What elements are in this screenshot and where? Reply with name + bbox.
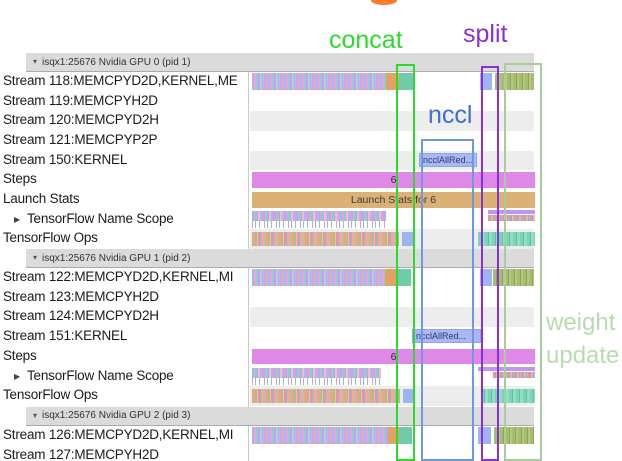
trace-row: TensorFlow Ops [0, 386, 622, 406]
row-label: TensorFlow Ops [3, 230, 98, 246]
trace-event-segment[interactable] [388, 426, 399, 444]
collapse-triangle-icon[interactable]: ▾ [33, 253, 38, 262]
trace-event-segment[interactable] [494, 426, 534, 444]
gpu-section-header[interactable]: ▾ isqx1:25676 Nvidia GPU 2 (pid 3) [26, 406, 534, 426]
trace-event-segment[interactable] [402, 231, 414, 247]
gpu-section-title: isqx1:25676 Nvidia GPU 2 (pid 3) [42, 410, 191, 421]
trace-row: Stream 127:MEMCPYH2D [0, 446, 622, 461]
gpu-section-header[interactable]: ▾ isqx1:25676 Nvidia GPU 0 (pid 1) [26, 53, 534, 72]
row-label: Stream 121:MEMCPYP2P [3, 131, 158, 147]
collapse-triangle-icon[interactable]: ▾ [33, 410, 38, 420]
annotation-concat: concat [329, 26, 403, 54]
gpu-section-title: isqx1:25676 Nvidia GPU 0 (pid 1) [42, 56, 191, 68]
row-alt-background [250, 111, 534, 131]
trace-row: Stream 122:MEMCPYD2D,KERNEL,MI [0, 268, 622, 288]
trace-event-segment[interactable] [252, 72, 386, 90]
row-label: Steps [3, 171, 37, 187]
trace-row: Launch Stats Launch Stats for 6 [0, 190, 622, 210]
trace-row: Stream 121:MEMCPYP2P [0, 131, 622, 151]
trace-event-segment[interactable] [399, 426, 412, 444]
trace-event-segment[interactable] [493, 269, 534, 286]
row-label: Stream 123:MEMCPYH2D [3, 288, 159, 304]
trace-row: TensorFlow Ops [0, 229, 622, 250]
trace-event-segment[interactable] [403, 388, 414, 404]
trace-row: Stream 151:KERNEL ncclAllRed... [0, 327, 622, 347]
expand-arrow-icon[interactable]: ▶ [14, 214, 21, 224]
trace-event-segment[interactable] [488, 210, 535, 215]
nccl-allreduce-event[interactable]: ncclAllRed... [419, 152, 477, 167]
row-label: Stream 151:KERNEL [3, 328, 128, 344]
row-label: Stream 124:MEMCPYD2H [3, 308, 159, 324]
trace-row: Stream 118:MEMCPYD2D,KERNEL,ME [0, 72, 622, 92]
collapse-triangle-icon[interactable]: ▾ [33, 57, 38, 66]
trace-row: Stream 119:MEMCPYH2D [0, 92, 622, 112]
trace-row: ▶ TensorFlow Name Scope [0, 210, 622, 230]
trace-event-segment[interactable] [399, 72, 413, 90]
row-label: Stream 127:MEMCPYH2D [3, 446, 159, 461]
trace-event-segment[interactable] [480, 269, 492, 286]
row-label: Stream 118:MEMCPYD2D,KERNEL,ME [3, 72, 238, 88]
trace-event-segment[interactable] [252, 426, 388, 444]
row-label: TensorFlow Ops [3, 387, 98, 403]
row-label: Stream 126:MEMCPYD2D,KERNEL,MI [3, 426, 234, 442]
trace-event-segment[interactable] [252, 367, 381, 385]
trace-row: Stream 150:KERNEL ncclAllRed... [0, 150, 622, 171]
trace-event-segment[interactable]: 6 [252, 172, 535, 188]
trace-event-segment[interactable] [488, 214, 535, 221]
row-label: Stream 119:MEMCPYH2D [3, 92, 158, 108]
trace-event-segment[interactable] [478, 426, 491, 444]
trace-event-segment[interactable] [493, 371, 535, 378]
annotation-split: split [463, 20, 508, 48]
row-label: Stream 120:MEMCPYD2H [3, 112, 159, 128]
trace-event-segment[interactable] [385, 269, 397, 286]
trace-event-segment[interactable]: Launch Stats for 6 [252, 192, 535, 208]
trace-event-segment[interactable] [252, 231, 399, 247]
trace-event-segment[interactable] [480, 72, 492, 90]
trace-row: ▶ TensorFlow Name Scope [0, 367, 622, 387]
trace-row: Steps 6 [0, 170, 622, 190]
trace-event-segment[interactable] [252, 210, 386, 228]
trace-event-segment[interactable] [478, 231, 535, 247]
trace-row: Stream 126:MEMCPYD2D,KERNEL,MI [0, 426, 622, 446]
row-label: Steps [3, 347, 37, 363]
nccl-allreduce-event[interactable]: ncclAllRed... [412, 329, 481, 344]
trace-event-segment[interactable]: 6 [252, 348, 535, 365]
row-alt-background [250, 150, 534, 171]
trace-event-segment[interactable] [481, 388, 535, 404]
gpu-section-header[interactable]: ▾ isqx1:25676 Nvidia GPU 1 (pid 2) [26, 249, 534, 268]
row-label: Stream 122:MEMCPYD2D,KERNEL,MI [3, 269, 234, 284]
trace-row: Stream 124:MEMCPYD2H [0, 307, 622, 328]
clipped-orange-text-fragment [371, 0, 397, 5]
row-label: Launch Stats [3, 191, 80, 206]
gpu-section-title: isqx1:25676 Nvidia GPU 1 (pid 2) [42, 252, 191, 264]
trace-event-segment[interactable] [252, 388, 400, 404]
trace-row: Steps 6 [0, 347, 622, 367]
trace-event-segment[interactable] [478, 367, 535, 371]
trace-event-segment[interactable] [495, 72, 534, 90]
trace-row: Stream 123:MEMCPYH2D [0, 288, 622, 308]
trace-event-segment[interactable] [397, 269, 411, 286]
row-label: TensorFlow Name Scope [27, 210, 174, 226]
trace-event-segment[interactable] [386, 72, 399, 90]
expand-arrow-icon[interactable]: ▶ [14, 371, 21, 381]
trace-event-segment[interactable] [252, 269, 385, 286]
row-label: Stream 150:KERNEL [3, 151, 128, 167]
row-alt-background [250, 307, 534, 328]
row-label: TensorFlow Name Scope [27, 367, 174, 383]
trace-row: Stream 120:MEMCPYD2H [0, 111, 622, 131]
